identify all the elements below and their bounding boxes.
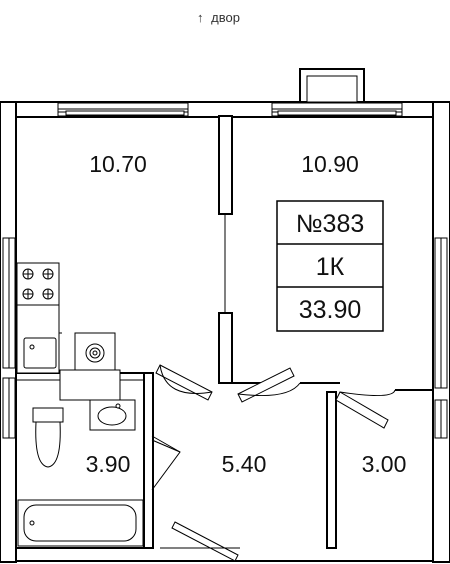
door-hall-right bbox=[237, 367, 301, 403]
apartment-info-box: №383 1К 33.90 bbox=[276, 200, 384, 332]
door-storage bbox=[335, 389, 396, 429]
orientation-text: двор bbox=[211, 10, 240, 25]
bathtub-icon bbox=[17, 499, 144, 547]
window-right-1 bbox=[434, 237, 448, 389]
apartment-type: 1К bbox=[316, 253, 345, 281]
door-entrance bbox=[160, 521, 240, 562]
room-area-hallway: 5.40 bbox=[222, 451, 267, 477]
sink-icon bbox=[89, 399, 136, 431]
washing-machine-icon bbox=[59, 332, 121, 401]
balcony bbox=[299, 68, 365, 103]
stove-icon bbox=[16, 262, 60, 306]
kitchen-counter bbox=[16, 304, 60, 374]
window-left-2 bbox=[2, 377, 16, 439]
orientation-arrow-icon: ↑ bbox=[197, 10, 204, 25]
interior-walls bbox=[16, 115, 433, 549]
door-bathroom bbox=[151, 435, 181, 491]
door-hall-left bbox=[155, 364, 213, 401]
room-area-left: 10.70 bbox=[89, 151, 147, 177]
apartment-total-area: 33.90 bbox=[299, 296, 362, 324]
room-area-right: 10.90 bbox=[301, 151, 359, 177]
room-area-bathroom: 3.90 bbox=[86, 451, 131, 477]
room-area-storage: 3.00 bbox=[362, 451, 407, 477]
window-left-1 bbox=[2, 237, 16, 369]
orientation-label: ↑ двор bbox=[197, 10, 240, 25]
window-top-left bbox=[57, 102, 189, 117]
toilet-icon bbox=[32, 407, 64, 468]
window-top-right bbox=[271, 102, 403, 117]
window-right-2 bbox=[434, 399, 448, 439]
apartment-number: №383 bbox=[296, 210, 365, 238]
